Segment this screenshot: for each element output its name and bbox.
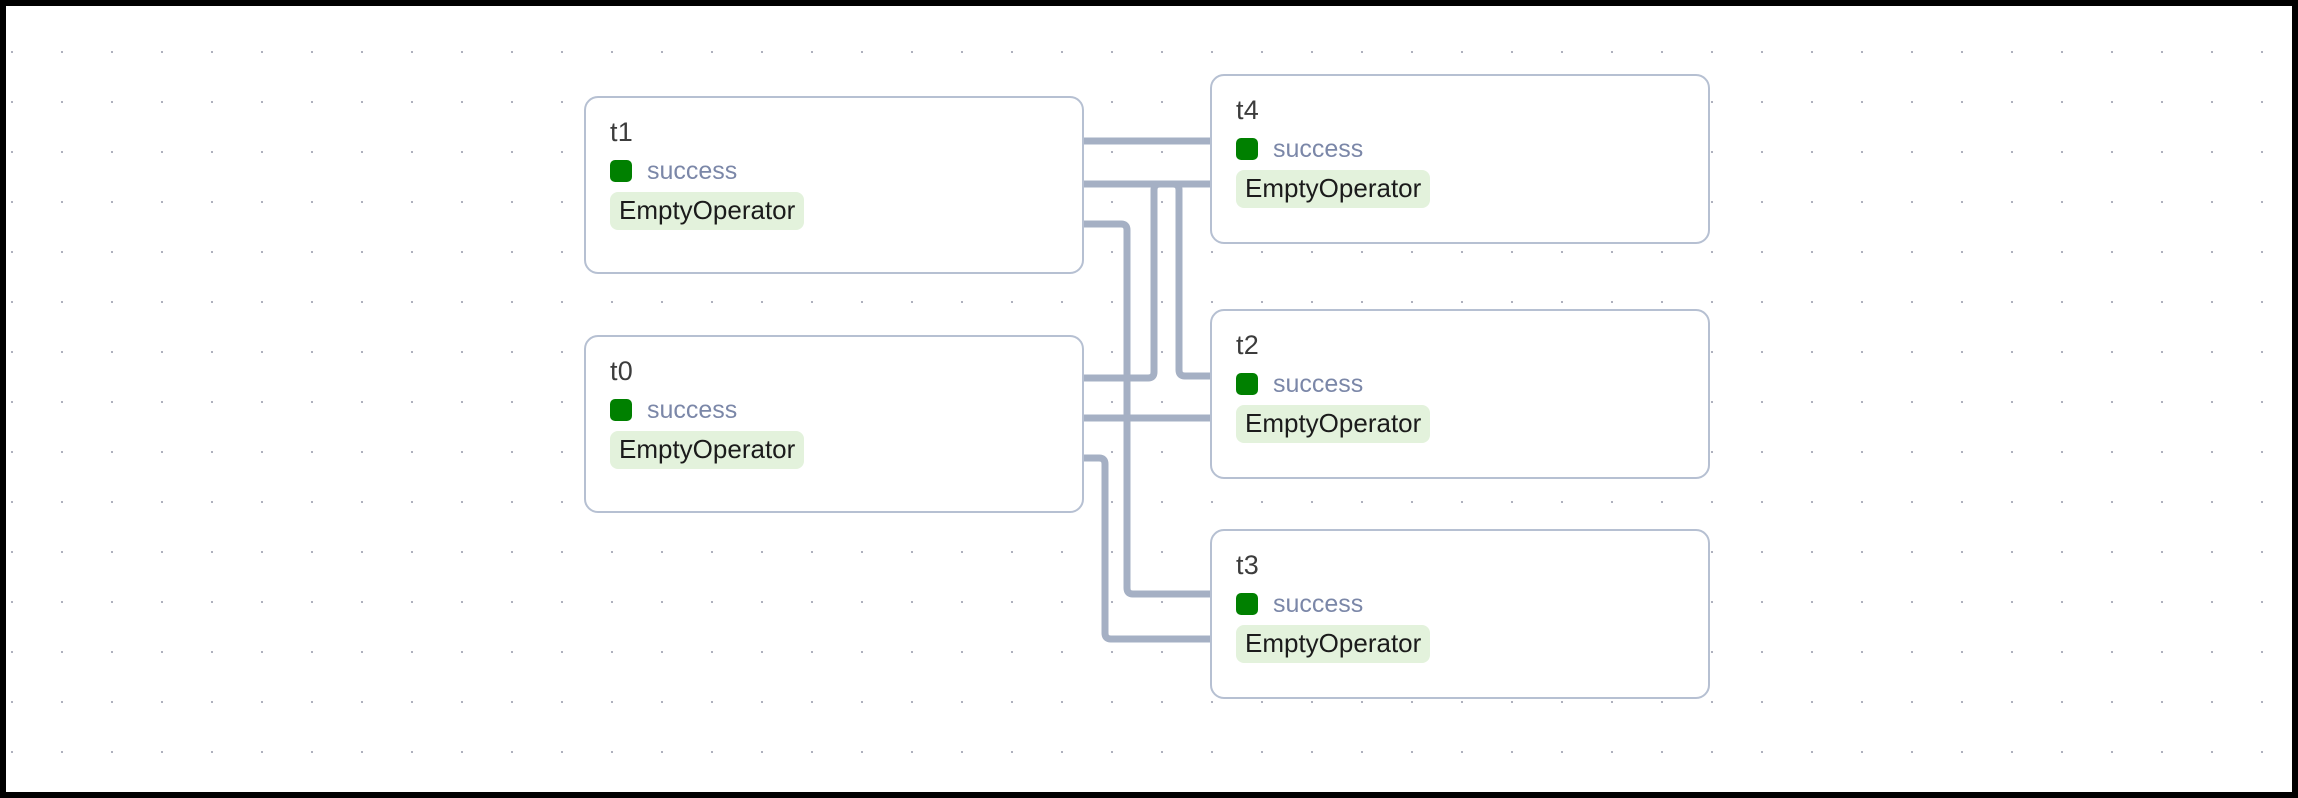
task-node-operator-badge: EmptyOperator: [1236, 170, 1431, 208]
task-node-title: t1: [610, 117, 633, 147]
task-node-status-label: success: [1273, 135, 1364, 163]
task-node-operator-badge: EmptyOperator: [610, 431, 805, 469]
task-node-status-row: success: [1236, 135, 1684, 163]
task-node-status-row: success: [1236, 370, 1684, 398]
success-square-icon: [1236, 373, 1258, 395]
success-square-icon: [610, 399, 632, 421]
task-node-t3[interactable]: t3 success EmptyOperator: [1210, 529, 1710, 699]
task-node-t2[interactable]: t2 success EmptyOperator: [1210, 309, 1710, 479]
task-node-status-label: success: [647, 157, 738, 185]
task-node-status-label: success: [1273, 370, 1364, 398]
task-node-title: t2: [1236, 330, 1259, 360]
graph-dotted-background[interactable]: [6, 6, 2292, 792]
task-node-status-row: success: [610, 157, 1058, 185]
task-node-title: t3: [1236, 550, 1259, 580]
task-node-status-label: success: [647, 396, 738, 424]
task-node-operator-badge: EmptyOperator: [610, 192, 805, 230]
task-node-t1[interactable]: t1 success EmptyOperator: [584, 96, 1084, 274]
success-square-icon: [1236, 593, 1258, 615]
success-square-icon: [610, 160, 632, 182]
task-node-status-label: success: [1273, 590, 1364, 618]
task-node-t0[interactable]: t0 success EmptyOperator: [584, 335, 1084, 513]
task-node-status-row: success: [610, 396, 1058, 424]
success-square-icon: [1236, 138, 1258, 160]
task-node-title: t0: [610, 356, 633, 386]
task-node-operator-badge: EmptyOperator: [1236, 405, 1431, 443]
task-node-status-row: success: [1236, 590, 1684, 618]
task-node-t4[interactable]: t4 success EmptyOperator: [1210, 74, 1710, 244]
task-node-title: t4: [1236, 95, 1259, 125]
task-node-operator-badge: EmptyOperator: [1236, 625, 1431, 663]
